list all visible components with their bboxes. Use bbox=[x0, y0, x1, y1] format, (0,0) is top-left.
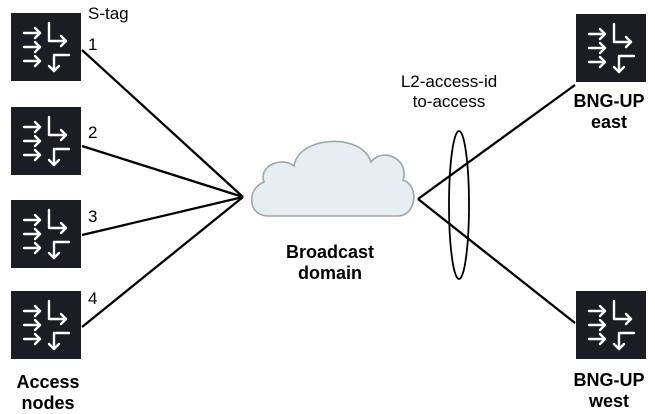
router-icon bbox=[574, 289, 648, 361]
access-nodes-line1: Access bbox=[16, 372, 80, 392]
broadcast-domain-line1: Broadcast bbox=[285, 242, 375, 262]
broadcast-domain-label: Broadcast domain bbox=[268, 242, 392, 284]
port-3-label: 3 bbox=[88, 207, 98, 226]
l2-access-id-line1: L2-access-id bbox=[400, 72, 498, 91]
access-nodes-label: Access nodes bbox=[0, 372, 96, 414]
link-bng-west bbox=[417, 198, 576, 324]
port-4-label: 4 bbox=[88, 289, 98, 308]
switch-icon bbox=[9, 289, 83, 361]
access-nodes-line2: nodes bbox=[21, 393, 75, 413]
access-node-1 bbox=[9, 11, 83, 83]
access-links bbox=[81, 49, 244, 328]
bng-west-line1: BNG-UP bbox=[573, 370, 645, 390]
cloud-icon bbox=[250, 140, 415, 217]
access-node-2 bbox=[9, 105, 83, 177]
s-tag-label: S-tag bbox=[88, 4, 129, 23]
link-1 bbox=[81, 49, 244, 198]
l2-access-id-line2: to-access bbox=[412, 92, 486, 111]
switch-icon bbox=[9, 198, 83, 270]
bng-east-label: BNG-UP east bbox=[563, 91, 655, 133]
bng-west-node bbox=[574, 289, 648, 361]
access-node-4 bbox=[9, 289, 83, 361]
l2-access-id-label: L2-access-id to-access bbox=[382, 72, 516, 112]
l2-ellipse bbox=[448, 130, 470, 280]
switch-icon bbox=[9, 11, 83, 83]
bng-west-label: BNG-UP west bbox=[563, 370, 655, 412]
bng-links bbox=[417, 84, 576, 324]
bng-east-node bbox=[574, 12, 648, 84]
bng-east-line2: east bbox=[590, 112, 628, 132]
port-1-label: 1 bbox=[88, 35, 98, 54]
broadcast-domain-line2: domain bbox=[297, 263, 362, 283]
link-bng-east bbox=[417, 84, 576, 200]
switch-icon bbox=[9, 105, 83, 177]
access-node-3 bbox=[9, 198, 83, 270]
link-3 bbox=[81, 195, 244, 237]
bng-east-line1: BNG-UP bbox=[573, 91, 645, 111]
port-2-label: 2 bbox=[88, 123, 98, 142]
bng-west-line2: west bbox=[588, 391, 630, 411]
router-icon bbox=[574, 12, 648, 84]
link-4 bbox=[81, 196, 244, 328]
link-2 bbox=[81, 144, 244, 199]
